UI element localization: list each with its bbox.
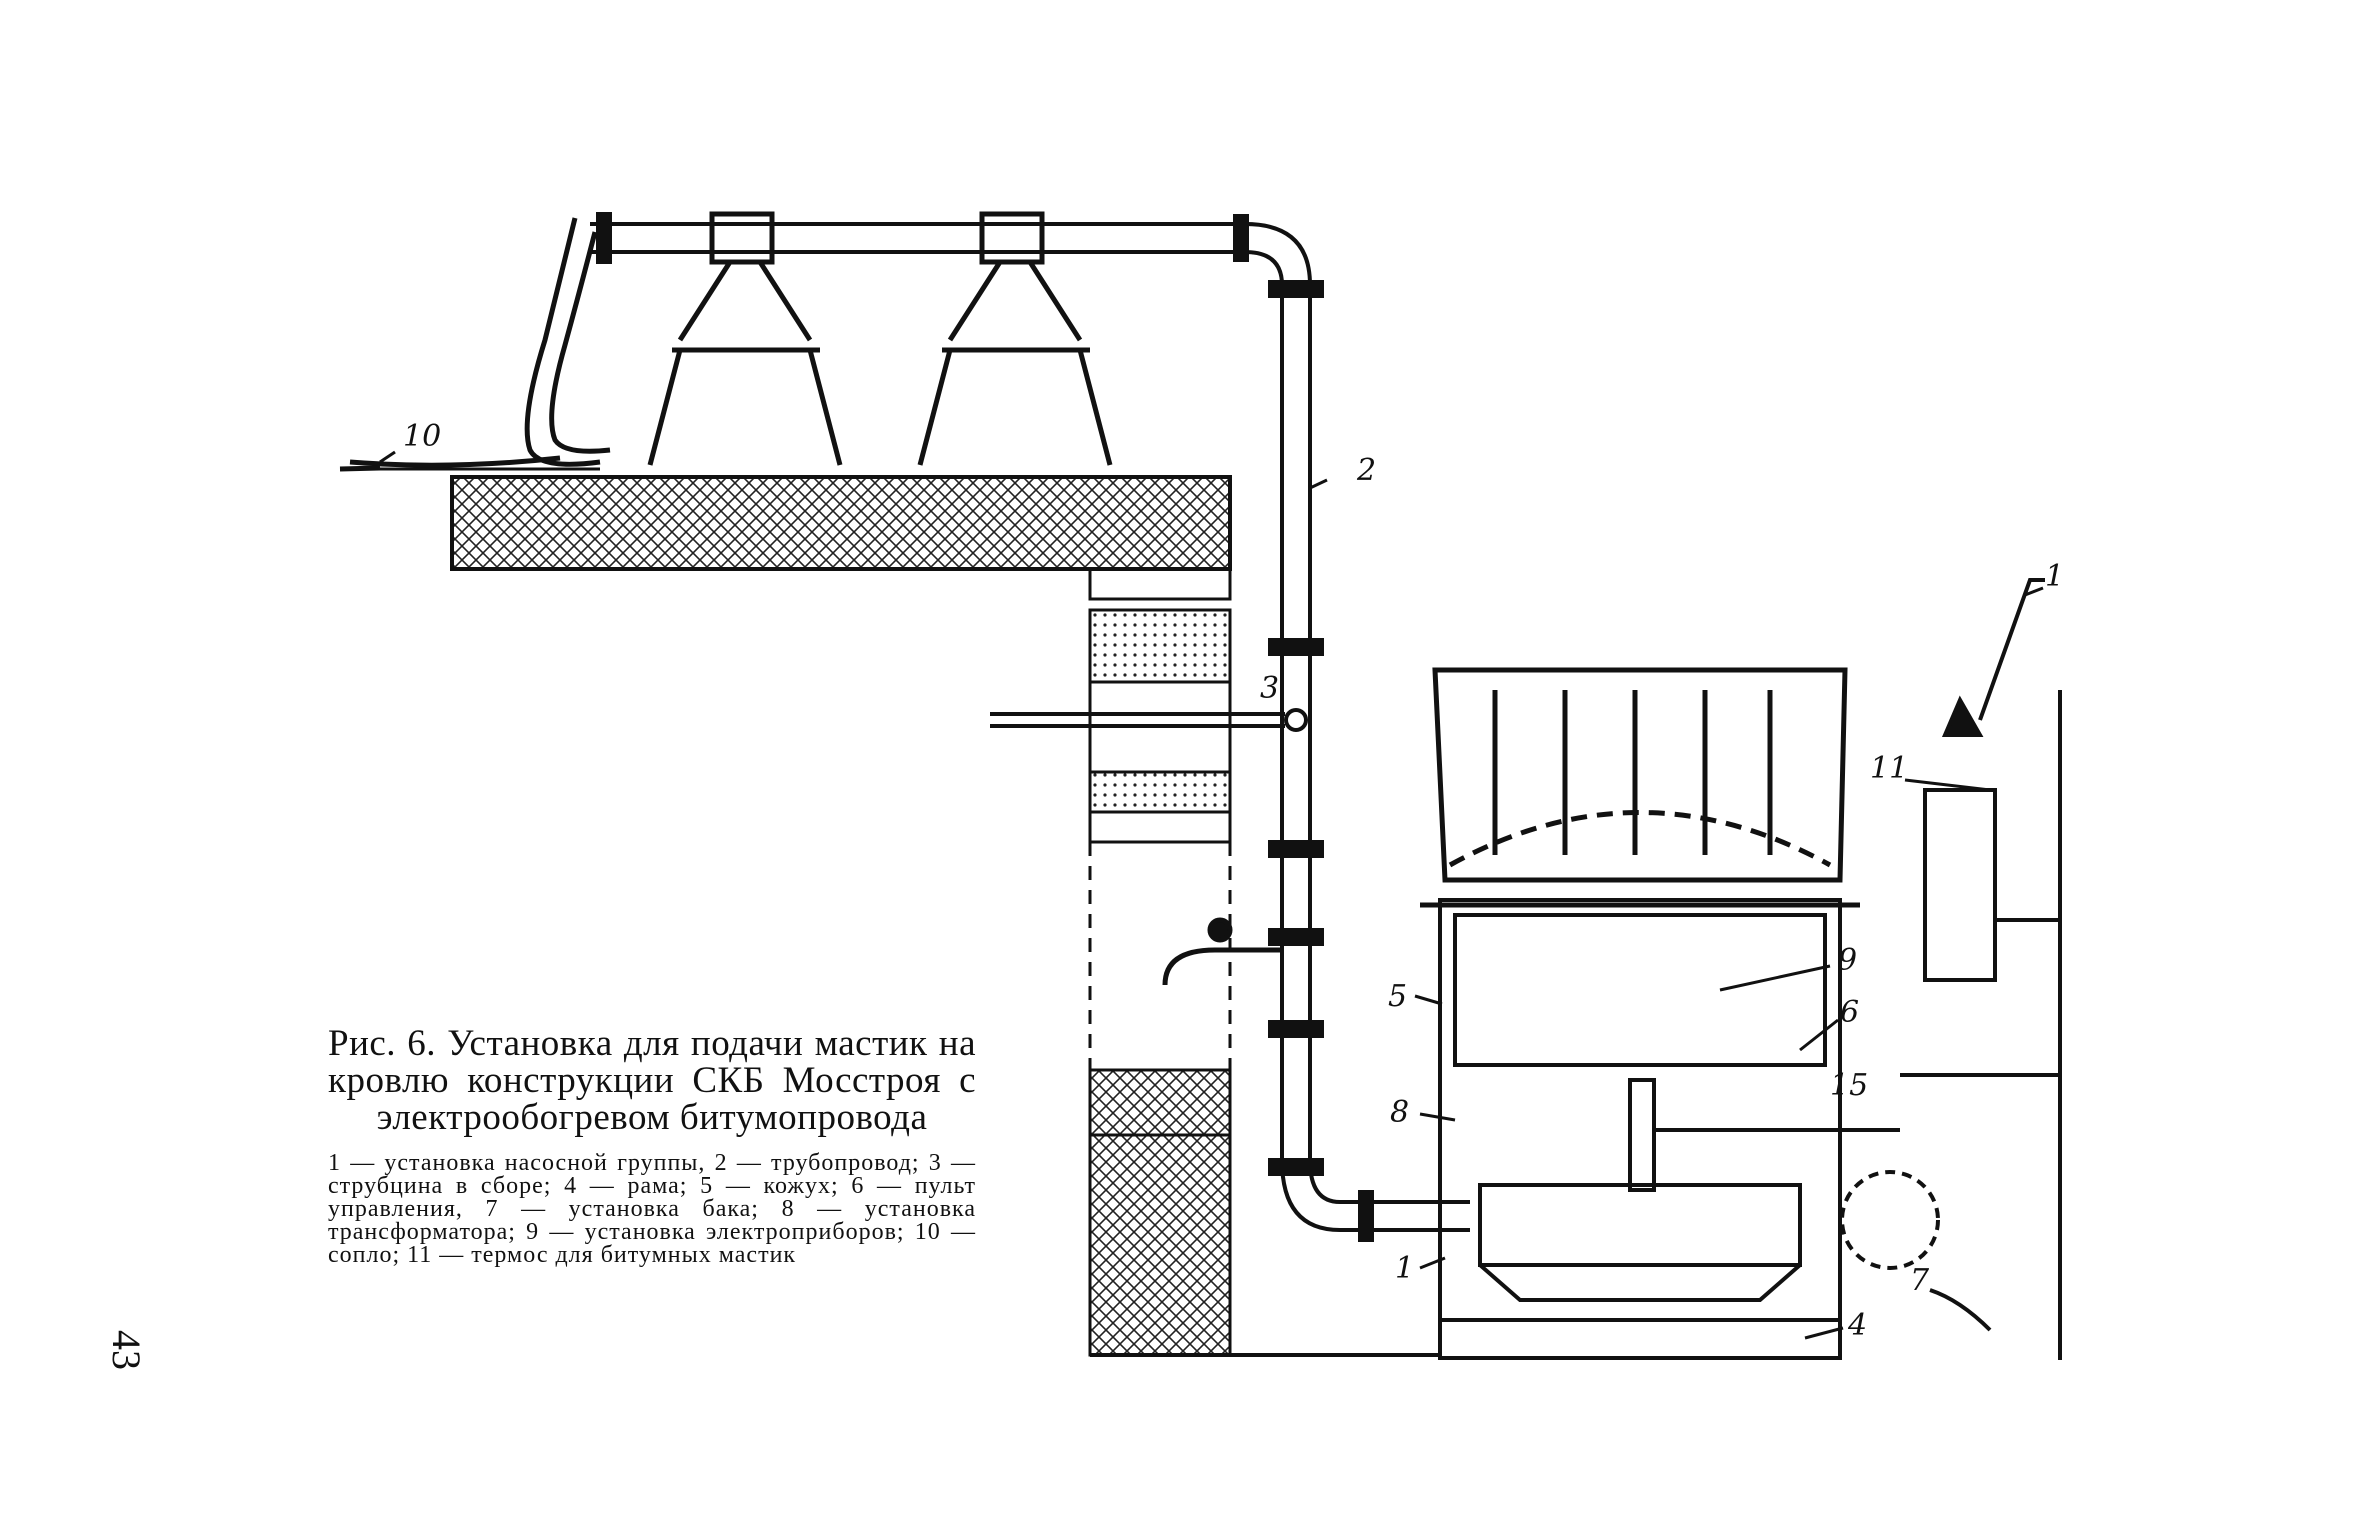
pump-unit (1438, 898, 1940, 1360)
caption-legend: 1 — установка насосной группы, 2 — трубо… (328, 1150, 976, 1268)
callout-3: 3 (1260, 671, 1279, 706)
callout-9: 9 (1838, 943, 1857, 978)
callout-4: 4 (1847, 1308, 1867, 1343)
callout-8: 8 (1390, 1095, 1409, 1130)
callouts: 1 2 3 4 5 6 7 8 9 10 11 15 1 (379, 419, 2064, 1343)
callout-1-top: 1 (2045, 559, 2064, 594)
callout-7: 7 (1910, 1263, 1930, 1298)
brick-wall (1088, 567, 1440, 1357)
callout-11: 11 (1870, 751, 1908, 786)
tap (1162, 917, 1282, 986)
callout-5: 5 (1388, 979, 1407, 1014)
callout-1-bottom: 1 (1395, 1251, 1414, 1286)
caption-title: Рис. 6. Установка для подачи мастик на к… (328, 1023, 976, 1138)
roof-slab (340, 467, 1232, 571)
callout-2: 2 (1356, 453, 1376, 488)
callout-15: 15 (1830, 1068, 1868, 1103)
thermos (1900, 578, 2062, 1360)
tank (1420, 667, 1860, 908)
pipeline (590, 212, 1470, 1242)
callout-6: 6 (1840, 995, 1859, 1030)
clamps (647, 211, 1113, 466)
page-number: 43 (104, 1330, 149, 1370)
wall-clamp (990, 708, 1308, 732)
hose-nozzle (339, 217, 611, 472)
figure-caption: Рис. 6. Установка для подачи мастик на к… (328, 1025, 976, 1267)
callout-10: 10 (403, 419, 441, 454)
